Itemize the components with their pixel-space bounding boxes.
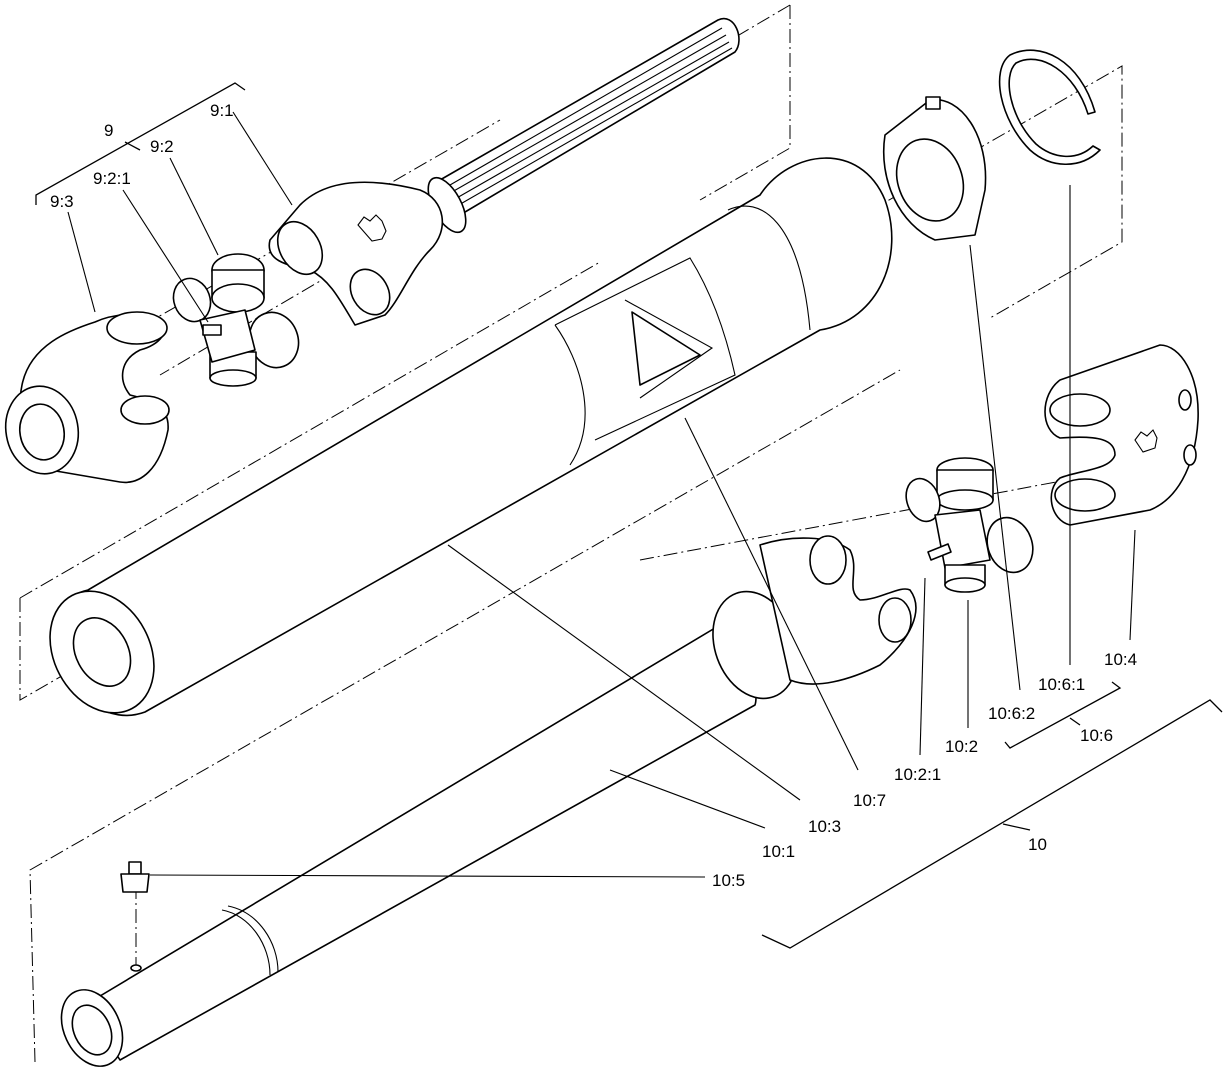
label-10-2: 10:2 bbox=[945, 737, 978, 756]
label-10-1: 10:1 bbox=[762, 842, 795, 861]
label-10-4: 10:4 bbox=[1104, 650, 1137, 669]
label-10: 10 bbox=[1028, 835, 1047, 854]
splined-shaft bbox=[268, 17, 740, 326]
label-9: 9 bbox=[104, 121, 113, 140]
yoke-left bbox=[4, 311, 170, 484]
label-10-6-1: 10:6:1 bbox=[1038, 675, 1085, 694]
yoke-right bbox=[1044, 344, 1199, 526]
label-10-2-1: 10:2:1 bbox=[894, 765, 941, 784]
label-10-6: 10:6 bbox=[1080, 726, 1113, 745]
label-9-1: 9:1 bbox=[210, 101, 234, 120]
warning-decal bbox=[624, 299, 714, 399]
label-10-5: 10:5 bbox=[712, 871, 745, 890]
label-9-2: 9:2 bbox=[150, 137, 174, 156]
callout-labels: 9 9:1 9:2 9:2:1 9:3 10 10:1 10:2 10:2:1 … bbox=[50, 101, 1137, 890]
leader-lines bbox=[67, 111, 1136, 878]
inner-shaft-yoke bbox=[712, 535, 917, 700]
label-9-3: 9:3 bbox=[50, 192, 74, 211]
outer-guard-tube bbox=[49, 157, 893, 717]
lock-ring bbox=[883, 96, 987, 241]
label-10-3: 10:3 bbox=[808, 817, 841, 836]
label-9-2-1: 9:2:1 bbox=[93, 169, 131, 188]
snap-ring bbox=[998, 49, 1101, 166]
group-brackets bbox=[35, 82, 1223, 949]
label-10-6-2: 10:6:2 bbox=[988, 704, 1035, 723]
grease-fitting bbox=[120, 861, 150, 972]
label-10-7: 10:7 bbox=[853, 791, 886, 810]
cross-bearing-upper bbox=[172, 253, 300, 387]
cross-bearing-lower bbox=[905, 457, 1034, 593]
